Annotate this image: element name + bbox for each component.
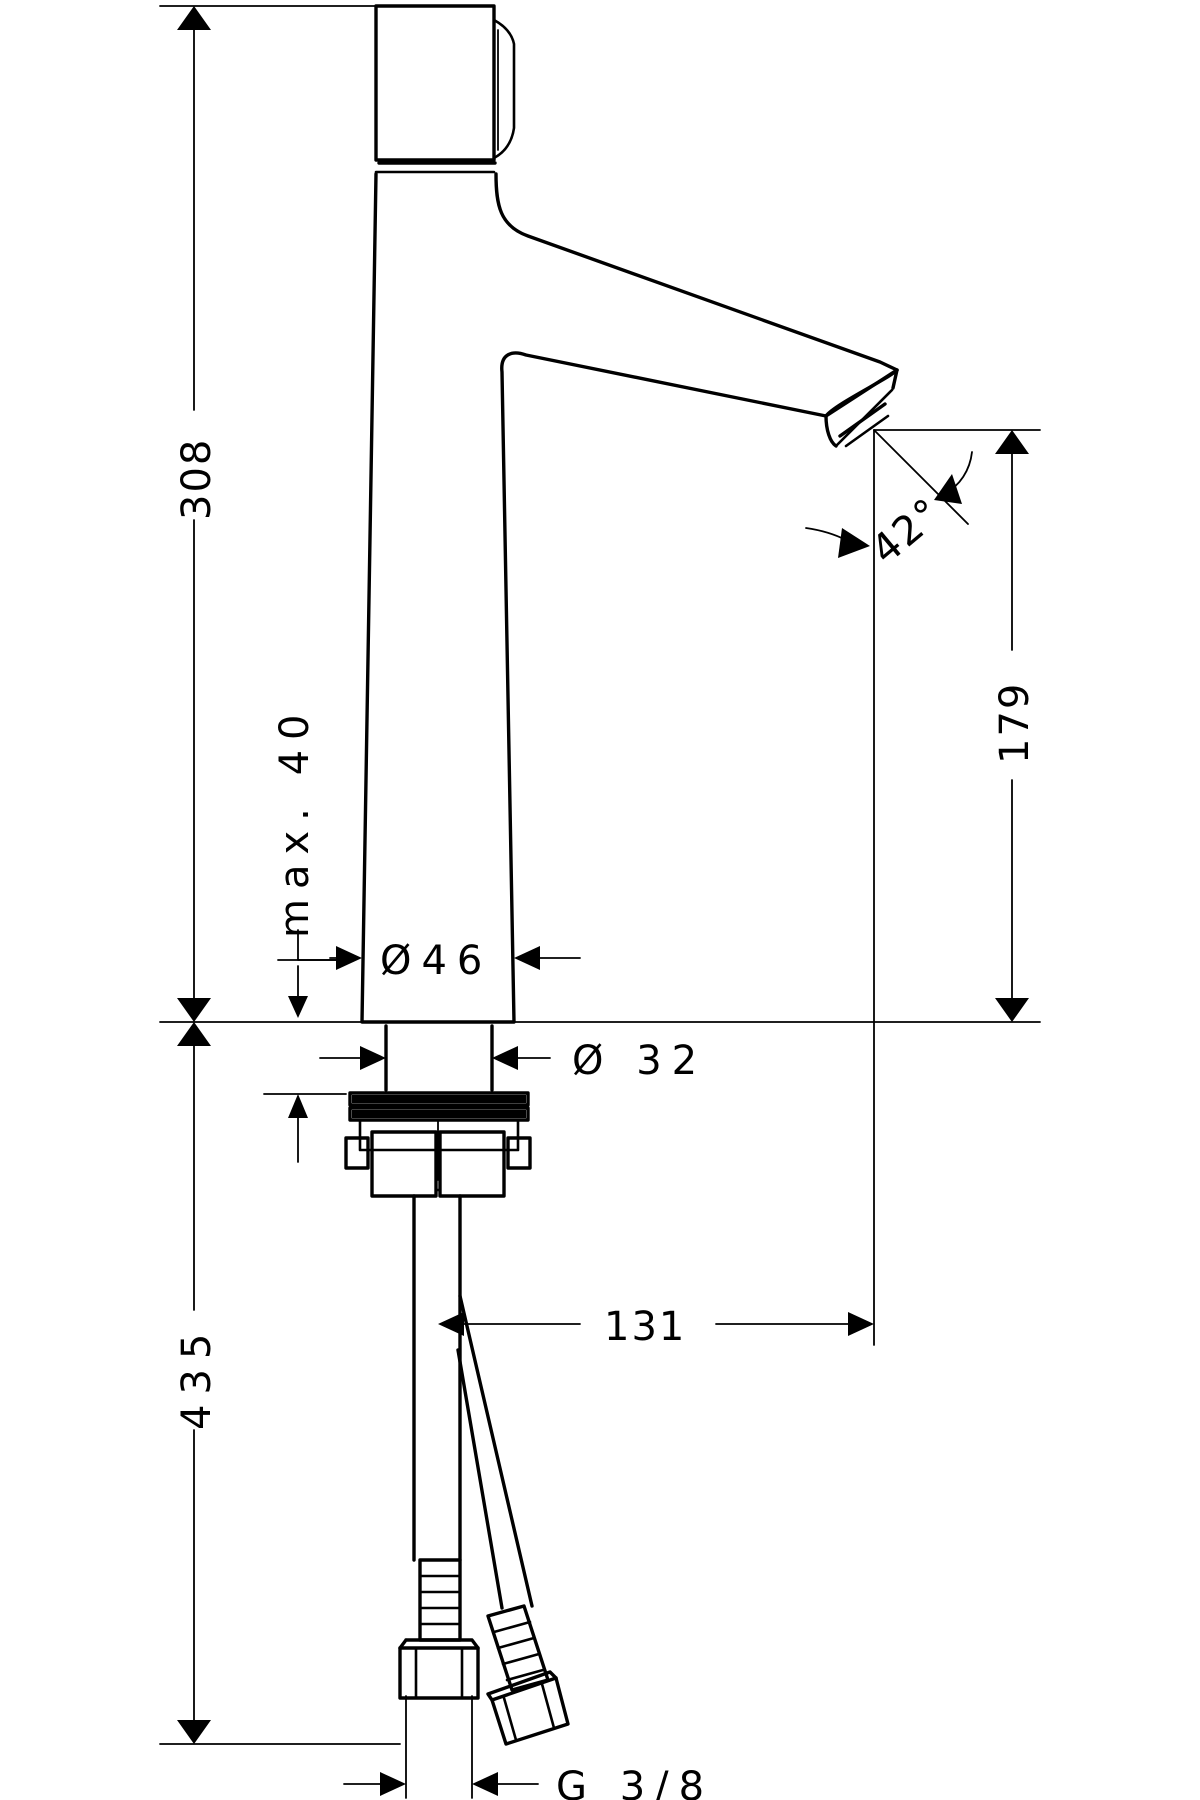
dimension-lines <box>159 5 1041 1799</box>
below-deck-length-label: 435 <box>174 1324 220 1430</box>
spout-height-label: 179 <box>992 682 1038 764</box>
connection-thread-label: G 3/8 <box>556 1764 714 1800</box>
spout-angle-label: 42° <box>863 489 951 574</box>
total-height-label: 308 <box>174 438 220 520</box>
supply-hoses <box>398 1194 570 1746</box>
spout-reach-label: 131 <box>604 1304 686 1350</box>
faucet-body <box>360 4 899 1024</box>
body-diameter-label: Ø46 <box>380 938 492 984</box>
max-thickness-label: max. 40 <box>272 705 318 938</box>
mounting-assembly <box>344 1024 532 1198</box>
shank-diameter-label: Ø 32 <box>572 1038 707 1084</box>
